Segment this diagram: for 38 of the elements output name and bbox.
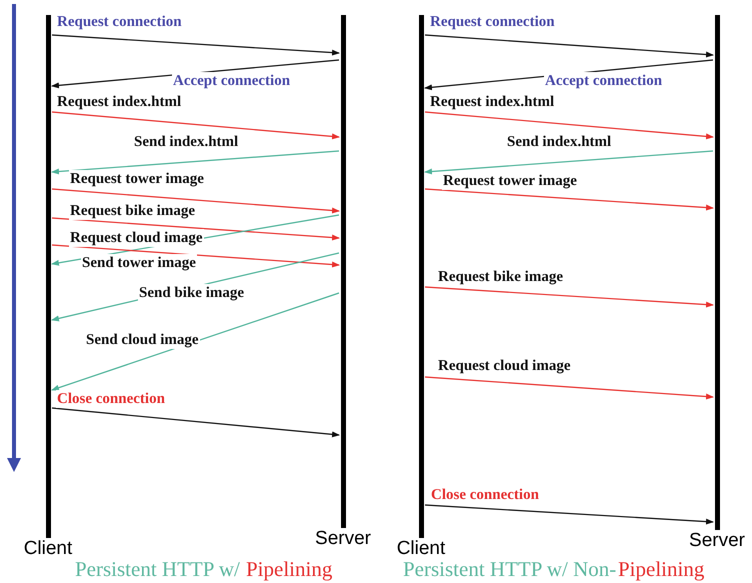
caption-text: Pipelining — [246, 556, 332, 582]
edge-label: Request tower image — [69, 170, 205, 188]
message-arrow — [52, 407, 340, 438]
lifeline-label: Client — [24, 538, 72, 560]
message-arrow — [52, 217, 340, 240]
edge-label: Accept connection — [544, 72, 664, 90]
edge-label: Request connection — [429, 13, 556, 31]
edge-label: Request bike image — [69, 202, 196, 220]
edge-label: Request index.html — [429, 93, 556, 111]
message-arrow — [51, 292, 340, 391]
edge-label: Request cloud image — [437, 357, 572, 375]
lifeline-label: Server — [689, 530, 745, 552]
edge-label: Request bike image — [437, 268, 564, 286]
message-arrow — [52, 111, 340, 140]
message-arrow — [52, 244, 340, 268]
edge-label: Send cloud image — [85, 331, 200, 349]
lifeline-label: Server — [315, 528, 371, 550]
edge-label: Close connection — [56, 390, 166, 408]
message-arrow — [424, 504, 714, 525]
message-arrow — [424, 150, 714, 174]
message-arrow — [51, 59, 340, 88]
message-arrow — [424, 376, 714, 400]
message-arrow — [424, 188, 714, 211]
message-arrow — [424, 111, 714, 140]
edge-label: Request cloud image — [69, 229, 204, 247]
message-arrow — [424, 286, 714, 308]
edge-label: Request tower image — [442, 172, 578, 190]
message-arrow — [52, 34, 340, 56]
edge-label: Send bike image — [138, 284, 246, 302]
caption-text: Pipelining — [618, 556, 704, 582]
message-arrow — [424, 34, 714, 58]
edge-label: Send tower image — [81, 254, 197, 272]
edge-label: Request connection — [56, 13, 183, 31]
edge-label: Request index.html — [56, 93, 182, 111]
message-arrow — [51, 150, 340, 174]
caption-text: Persistent HTTP w/ — [75, 556, 240, 582]
message-arrow — [52, 188, 340, 214]
edge-label: Accept connection — [172, 72, 292, 90]
